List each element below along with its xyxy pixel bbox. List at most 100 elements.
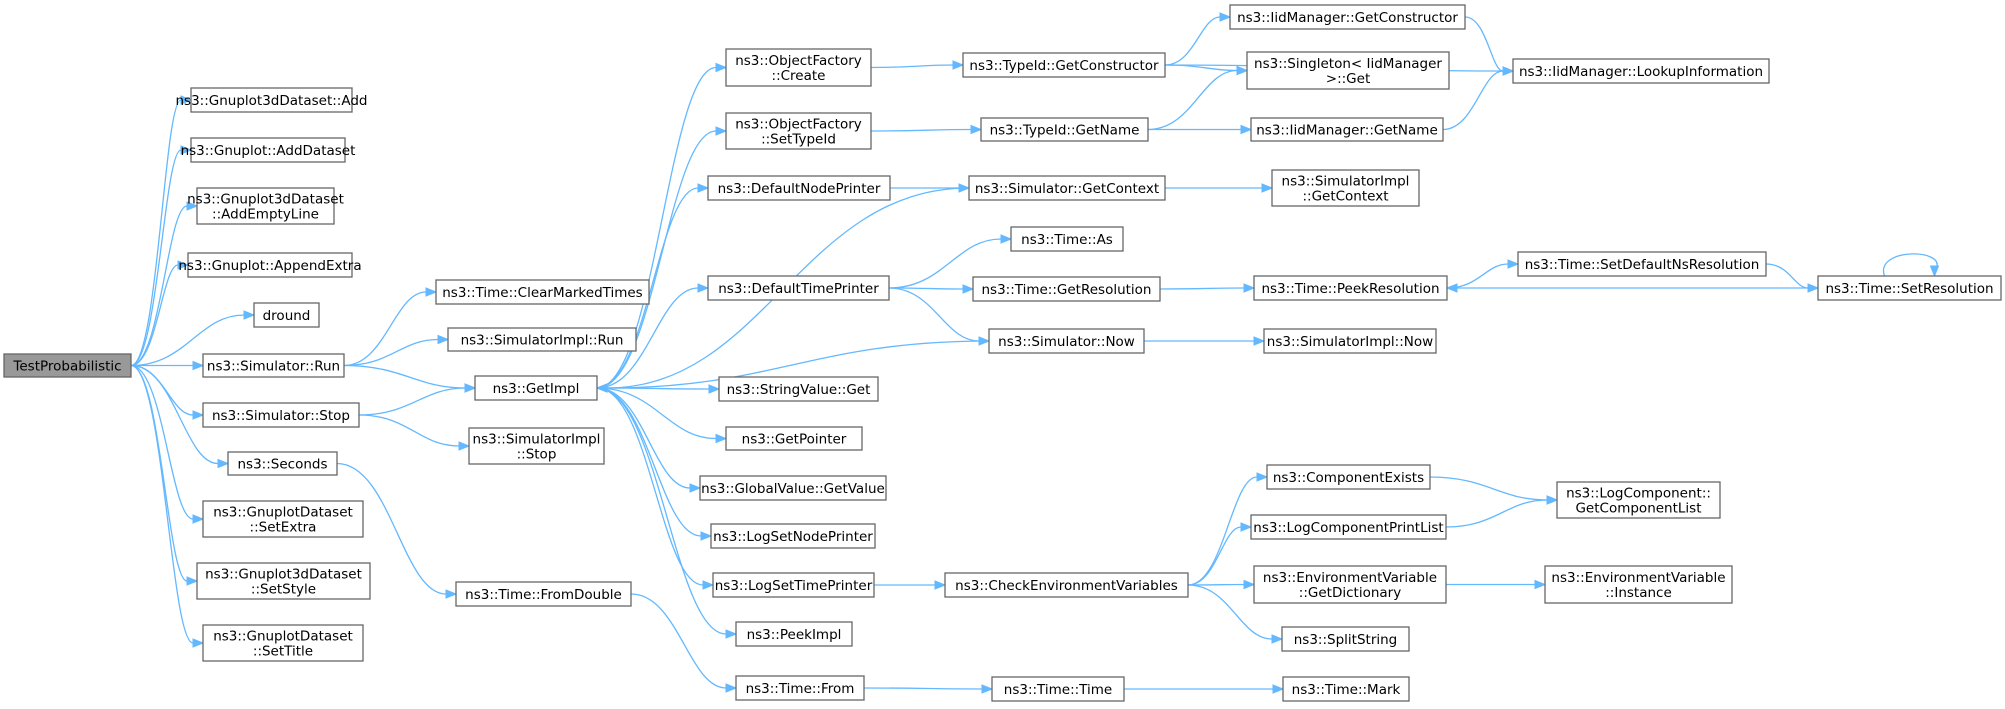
node-ns3-time-time[interactable]: ns3::Time::Time [991,676,1125,702]
node-label: ns3::SimulatorImpl::Run [461,333,624,349]
node-box [196,187,335,225]
node-box [710,523,876,549]
node-ns3-logcomponentprintlist[interactable]: ns3::LogComponentPrintList [1250,514,1447,540]
node-label: ns3::Gnuplot::AppendExtra [178,258,361,274]
node-ns3-objectfactory-settypeid[interactable]: ns3::ObjectFactory::SetTypeId [725,112,872,150]
node-label: ::Instance [1605,585,1672,601]
node-box [991,676,1125,702]
node-box [1246,51,1450,90]
node-label: ::AddEmptyLine [212,207,319,223]
edge-setres-to-setres [1882,253,1940,278]
node-label: ::SetTitle [253,644,313,660]
edge-timefrom-to-timetime [863,684,994,694]
node-label: ns3::SimulatorImpl::Now [1267,334,1433,350]
node-ns3-getimpl[interactable]: ns3::GetImpl [474,375,598,401]
node-box [699,475,887,501]
node-ns3-time-from[interactable]: ns3::Time::From [735,675,865,701]
node-box [1544,565,1733,604]
node-box [1556,481,1721,519]
node-ns3-iidmanager-lookupinformation[interactable]: ns3::IidManager::LookupInformation [1512,58,1770,84]
node-ns3-singleton-iidmanager-get[interactable]: ns3::Singleton< IidManager>::Get [1246,51,1450,90]
node-ns3-time-as[interactable]: ns3::Time::As [1010,226,1124,252]
edge-envgetdict-to-envinst [1445,579,1547,590]
node-ns3-objectfactory-create[interactable]: ns3::ObjectFactory::Create [725,48,872,87]
node-ns3-logcomponent-getcomponentlist[interactable]: ns3::LogComponent::GetComponentList [1556,481,1721,519]
edge-ofcreate-to-tidgetctor [870,60,965,70]
node-ns3-peekimpl[interactable]: ns3::PeekImpl [735,621,853,647]
node-label: ns3::Gnuplot3dDataset [205,567,362,583]
node-ns3-gnuplot-appendextra[interactable]: ns3::Gnuplot::AppendExtra [178,252,362,278]
node-label: ns3::Simulator::Stop [212,408,350,424]
node-ns3-checkenvironmentvariables[interactable]: ns3::CheckEnvironmentVariables [944,572,1189,598]
node-ns3-simulator-stop[interactable]: ns3::Simulator::Stop [202,402,360,428]
edge-getimpl-to-deftime [596,283,710,389]
edge-tp-to-gdsetextra [130,364,205,524]
node-ns3-defaulttimeprinter[interactable]: ns3::DefaultTimePrinter [707,275,890,301]
node-label: ns3::Time::FromDouble [465,587,622,603]
node-ns3-iidmanager-getname[interactable]: ns3::IidManager::GetName [1250,117,1444,142]
node-ns3-simulatorimpl-stop[interactable]: ns3::SimulatorImpl::Stop [468,427,605,465]
node-dround[interactable]: dround [253,302,320,328]
node-label: ns3::SplitString [1294,632,1398,648]
node-ns3-getpointer[interactable]: ns3::GetPointer [725,426,863,451]
node-ns3-seconds[interactable]: ns3::Seconds [227,451,338,476]
node-ns3-gnuplot3ddataset-add[interactable]: ns3::Gnuplot3dDataset::Add [176,87,368,113]
node-ns3-time-fromdouble[interactable]: ns3::Time::FromDouble [455,581,632,607]
node-label: ns3::DefaultNodePrinter [718,181,881,197]
node-ns3-time-peekresolution[interactable]: ns3::Time::PeekResolution [1253,275,1448,301]
node-ns3-logsettimeprinter[interactable]: ns3::LogSetTimePrinter [712,572,875,598]
node-ns3-gnuplotdataset-setextra[interactable]: ns3::GnuplotDataset::SetExtra [202,500,364,538]
node-ns3-globalvalue-getvalue[interactable]: ns3::GlobalValue::GetValue [699,475,887,501]
node-label: ::GetDictionary [1299,585,1401,601]
node-label: ns3::Simulator::GetContext [975,181,1159,197]
node-ns3-simulatorimpl-now[interactable]: ns3::SimulatorImpl::Now [1263,328,1437,354]
node-label: ns3::Simulator::Run [207,359,340,375]
node-ns3-simulatorimpl-getcontext[interactable]: ns3::SimulatorImpl::GetContext [1271,169,1420,207]
node-ns3-environmentvariable-instance[interactable]: ns3::EnvironmentVariable::Instance [1544,565,1733,604]
node-ns3-componentexists[interactable]: ns3::ComponentExists [1266,464,1431,490]
node-label: ns3::LogComponentPrintList [1253,520,1443,536]
node-ns3-typeid-getconstructor[interactable]: ns3::TypeId::GetConstructor [962,52,1166,78]
node-box [1250,117,1444,142]
node-box [725,112,872,150]
node-ns3-simulator-run[interactable]: ns3::Simulator::Run [202,353,345,378]
node-label: ns3::ObjectFactory [735,117,862,133]
node-ns3-gnuplot3ddataset-setstyle[interactable]: ns3::Gnuplot3dDataset::SetStyle [196,562,371,600]
node-ns3-gnuplot-adddataset[interactable]: ns3::Gnuplot::AddDataset [181,137,356,163]
call-edges [130,12,1940,694]
edge-tidgetctor-to-iidgetctor [1164,12,1232,66]
node-box [190,137,346,163]
node-ns3-time-getresolution[interactable]: ns3::Time::GetResolution [972,276,1161,302]
node-testprobabilistic[interactable]: TestProbabilistic [3,353,132,378]
node-ns3-time-setresolution[interactable]: ns3::Time::SetResolution [1817,275,2002,301]
node-ns3-simulator-getcontext[interactable]: ns3::Simulator::GetContext [968,175,1166,201]
node-ns3-gnuplot3ddataset-addemptyline[interactable]: ns3::Gnuplot3dDataset::AddEmptyLine [187,187,344,225]
edge-getimpl-to-ofcreate [596,62,728,389]
node-ns3-iidmanager-getconstructor[interactable]: ns3::IidManager::GetConstructor [1229,4,1466,30]
node-ns3-logsetnodeprinter[interactable]: ns3::LogSetNodePrinter [710,523,876,549]
edge-getimpl-to-defnode [596,183,710,389]
node-label: ns3::Time::SetResolution [1825,281,1993,297]
node-ns3-environmentvariable-getdictionary[interactable]: ns3::EnvironmentVariable::GetDictionary [1253,565,1447,604]
node-box [227,451,338,476]
node-ns3-defaultnodeprinter[interactable]: ns3::DefaultNodePrinter [707,175,891,201]
node-box [988,328,1145,354]
node-box [253,302,320,328]
node-ns3-time-clearmarkedtimes[interactable]: ns3::Time::ClearMarkedTimes [435,279,650,305]
node-ns3-simulator-now[interactable]: ns3::Simulator::Now [988,328,1145,354]
node-ns3-time-mark[interactable]: ns3::Time::Mark [1282,676,1410,702]
node-ns3-typeid-getname[interactable]: ns3::TypeId::GetName [980,117,1149,142]
node-ns3-simulatorimpl-run[interactable]: ns3::SimulatorImpl::Run [447,327,637,352]
node-ns3-splitstring[interactable]: ns3::SplitString [1281,626,1410,652]
node-label: ::Stop [517,447,557,463]
node-ns3-gnuplotdataset-settitle[interactable]: ns3::GnuplotDataset::SetTitle [202,624,364,662]
node-ns3-time-setdefaultnsresolution[interactable]: ns3::Time::SetDefaultNsResolution [1517,251,1767,277]
node-ns3-stringvalue-get[interactable]: ns3::StringValue::Get [718,376,879,402]
edge-setres-to-peekres [1445,283,1818,293]
node-label: ns3::Time::ClearMarkedTimes [442,285,642,301]
edge-deftime-to-timeas [888,234,1013,289]
node-box [1282,676,1410,702]
node-box [980,117,1149,142]
node-label: ns3::Time::SetDefaultNsResolution [1525,257,1760,273]
edge-simrun-to-implrun [343,334,450,367]
